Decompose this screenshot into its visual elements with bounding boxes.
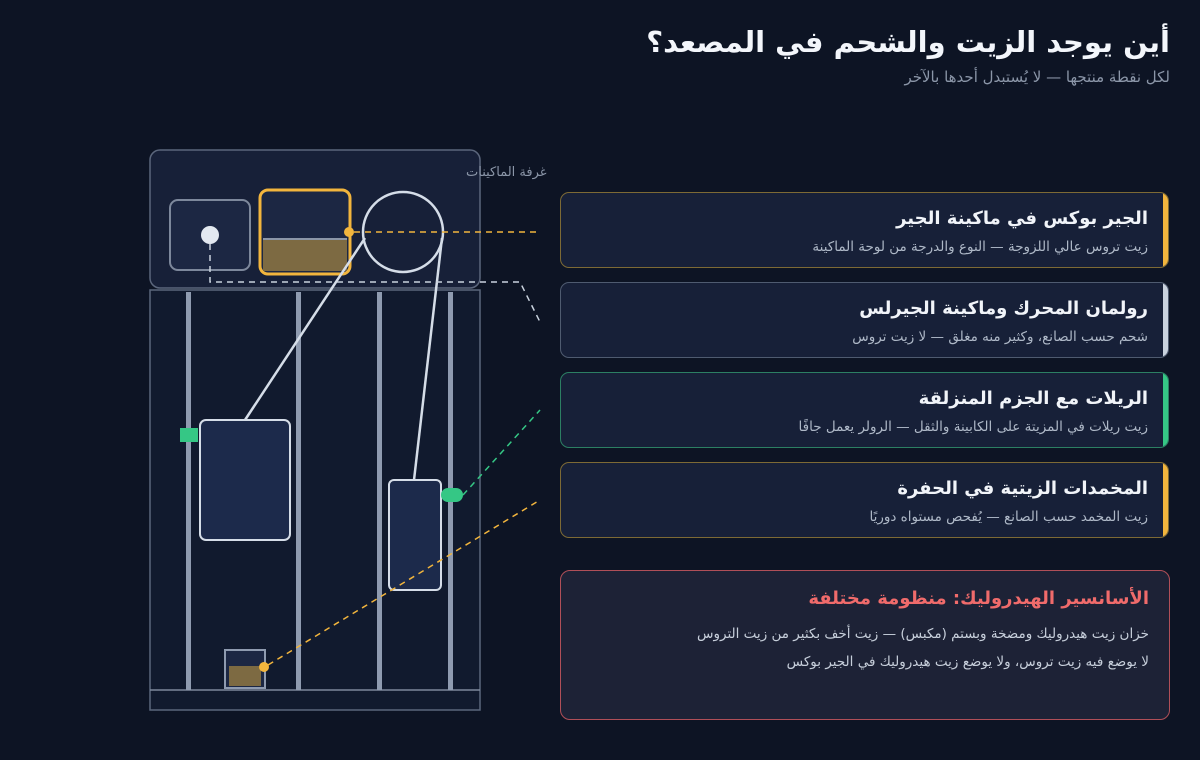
card-accent-bar: [1163, 193, 1168, 267]
leader-rail-oil: [462, 409, 541, 496]
machine-room-label: غرفة الماكينات: [466, 165, 547, 180]
card-subtitle: زيت تروس عالي اللزوجة — النوع والدرجة من…: [812, 239, 1148, 255]
card-title: المخمدات الزيتية في الحفرة: [897, 478, 1148, 499]
leader-buffer: [267, 499, 541, 666]
page-title: أين يوجد الزيت والشحم في المصعد؟: [646, 25, 1170, 59]
warning-title: الأسانسير الهيدروليك: منظومة مختلفة: [808, 588, 1149, 609]
warning-line: خزان زيت هيدروليك ومضخة وبستم (مكبس) — ز…: [697, 626, 1149, 642]
card-motor-bearing-grease: رولمان المحرك وماكينة الجيرلس شحم حسب ال…: [560, 282, 1169, 358]
counterweight-rail-oiler: [441, 488, 463, 502]
gearbox-oil-level: [263, 239, 347, 271]
card-title: الريلات مع الجزم المنزلقة: [918, 388, 1148, 409]
card-title: الجير بوكس في ماكينة الجير: [896, 208, 1148, 229]
card-subtitle: زيت ريلات في المزيتة على الكابينة والثقل…: [798, 419, 1148, 435]
car-rail-oiler: [180, 428, 198, 442]
card-gearbox-oil: الجير بوكس في ماكينة الجير زيت تروس عالي…: [560, 192, 1169, 268]
leader-bearing: [209, 244, 541, 323]
card-subtitle: زيت المخمد حسب الصانع — يُفحص مستواه دور…: [869, 509, 1148, 525]
card-accent-bar: [1163, 463, 1168, 537]
card-subtitle: شحم حسب الصانع، وكثير منه مغلق — لا زيت …: [852, 329, 1148, 345]
card-accent-bar: [1163, 283, 1168, 357]
motor-bearing-point: [201, 226, 219, 244]
card-accent-bar: [1163, 373, 1168, 447]
buffer-oil-level: [229, 666, 261, 686]
warning-line: لا يوضع فيه زيت تروس، ولا يوضع زيت هيدرو…: [786, 654, 1149, 670]
card-rail-oil: الريلات مع الجزم المنزلقة زيت ريلات في ا…: [560, 372, 1169, 448]
guide-rail: [296, 292, 301, 690]
header: أين يوجد الزيت والشحم في المصعد؟ لكل نقط…: [470, 22, 1170, 86]
hoist-rope-car: [243, 237, 367, 421]
counterweight: [388, 479, 442, 591]
elevator-car: [199, 419, 291, 541]
buffer-oil-point: [259, 662, 269, 672]
hydraulic-warning-box: الأسانسير الهيدروليك: منظومة مختلفة خزان…: [560, 570, 1170, 720]
hoist-rope-counterweight: [412, 237, 444, 481]
guide-rail: [377, 292, 382, 690]
gearbox-oil-point: [344, 227, 354, 237]
card-title: رولمان المحرك وماكينة الجيرلس: [859, 298, 1148, 319]
page-subtitle: لكل نقطة منتجها — لا يُستبدل أحدها بالآخ…: [904, 68, 1170, 86]
guide-rail: [186, 292, 191, 690]
card-buffer-oil: المخمدات الزيتية في الحفرة زيت المخمد حس…: [560, 462, 1169, 538]
